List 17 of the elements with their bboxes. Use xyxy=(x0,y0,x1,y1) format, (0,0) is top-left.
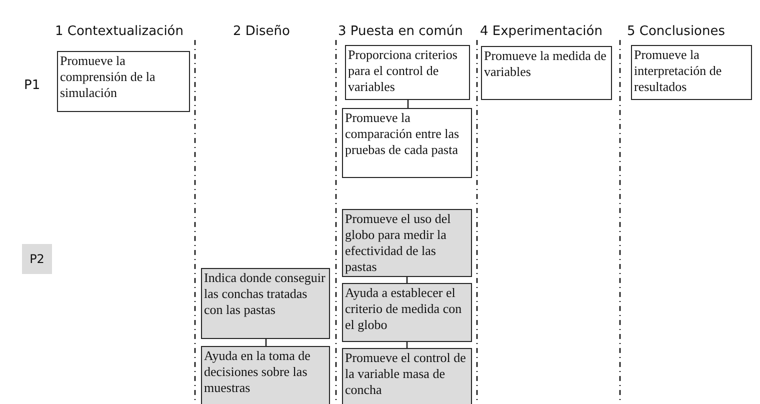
text-box: Promueve la medida de variables xyxy=(481,46,612,100)
column-heading: 3 Puesta en común xyxy=(338,24,463,39)
text-box: Promueve la interpretación de resultados xyxy=(631,45,752,100)
column-heading: 4 Experimentación xyxy=(480,24,602,39)
column-heading: 1 Contextualización xyxy=(55,24,184,39)
text-box: Promueve la comprensión de la simulación xyxy=(57,51,190,112)
text-box: Ayuda a establecer el criterio de medida con el globo xyxy=(342,283,472,342)
row-tag: P1 xyxy=(24,78,40,93)
text-box: Indica donde conseguir las conchas tratadas con las pastas xyxy=(201,268,330,339)
text-box: Ayuda en la toma de decisiones sobre las muestras xyxy=(201,346,330,404)
text-box: Promueve la comparación entre las pruebas de cada pasta xyxy=(342,108,472,178)
column-heading: 2 Diseño xyxy=(233,24,290,39)
text-box: Promueve el uso del globo para medir la efectividad de las pastas xyxy=(342,209,472,277)
row-tag: P2 xyxy=(22,244,52,274)
text-box: Promueve el control de la variable masa de concha xyxy=(342,348,472,404)
text-box: Proporciona criterios para el control de variables xyxy=(345,45,470,100)
column-heading: 5 Conclusiones xyxy=(627,24,726,39)
